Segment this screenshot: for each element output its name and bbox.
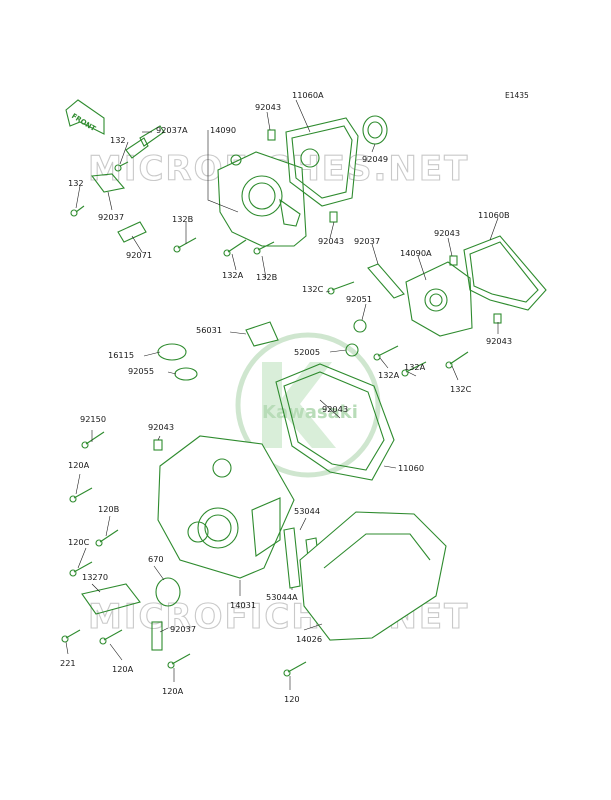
- part-label: 92150: [80, 414, 106, 424]
- cap-16115: [157, 343, 198, 381]
- part-label: 120: [284, 694, 300, 704]
- bolts-lower: [61, 431, 307, 677]
- part-label: 670: [148, 554, 164, 564]
- gasket-11060: [275, 363, 395, 481]
- part-label: 92043: [486, 336, 512, 346]
- part-label: 92051: [346, 294, 372, 304]
- part-label: 132B: [256, 272, 278, 282]
- part-label: 132A: [222, 270, 244, 280]
- part-label: 14090: [210, 125, 236, 135]
- part-label: 11060B: [478, 210, 510, 220]
- part-label: 92043: [434, 228, 460, 238]
- diagram-code: E1435: [505, 91, 529, 100]
- part-label: 132C: [302, 284, 324, 294]
- part-label: 120C: [68, 537, 90, 547]
- part-label: 132: [110, 135, 126, 145]
- pin-92043-top: [267, 129, 338, 223]
- part-label: 53044A: [266, 592, 298, 602]
- outer-cover-14026: [299, 511, 447, 641]
- bracket-92037: [90, 173, 126, 193]
- part-label: 132C: [450, 384, 472, 394]
- clamp-92071: [117, 221, 147, 243]
- part-label: 92071: [126, 250, 152, 260]
- part-label: 120A: [162, 686, 184, 696]
- part-label: 92037: [354, 236, 380, 246]
- leader-lines: [65, 99, 499, 690]
- part-labels: 92037A 14090 92043 11060A 132 92049 132 …: [60, 90, 512, 704]
- bracket-92037-right: [367, 263, 405, 299]
- clutch-cover-upper: [217, 151, 307, 247]
- part-label: 132: [68, 178, 84, 188]
- part-label: 92043: [148, 422, 174, 432]
- part-label: 92043: [318, 236, 344, 246]
- part-label: 92043: [255, 102, 281, 112]
- part-label: 92049: [362, 154, 388, 164]
- bolts-top: [70, 161, 275, 257]
- part-label: 221: [60, 658, 76, 668]
- logo-text: Kawasaki: [262, 402, 358, 423]
- part-label: 120A: [68, 460, 90, 470]
- part-label: 132B: [172, 214, 194, 224]
- label-plate-56031: [245, 321, 279, 347]
- oring-670: [155, 577, 181, 607]
- part-label: 132A: [378, 370, 400, 380]
- part-label: 13270: [82, 572, 108, 582]
- part-label: 14031: [230, 600, 256, 610]
- kawasaki-logo: Kawasaki: [235, 332, 381, 478]
- oil-seal-92049: [362, 115, 388, 145]
- part-label: 132A: [404, 362, 426, 372]
- part-label: 16115: [108, 350, 134, 360]
- part-label: 14090A: [400, 248, 432, 258]
- part-label: 56031: [196, 325, 222, 335]
- part-label: 92037A: [156, 125, 188, 135]
- part-label: 92043: [322, 404, 348, 414]
- part-label: 52005: [294, 347, 320, 357]
- front-arrow-icon: FRONT: [65, 99, 105, 135]
- pin-92043-main: [153, 439, 163, 451]
- bushings-right: [327, 281, 469, 377]
- stopper-92037-lower: [151, 621, 163, 651]
- clutch-cover-14031: [157, 435, 295, 579]
- cover-14090a: [405, 261, 473, 337]
- part-label: 120A: [112, 664, 134, 674]
- lever-92037a: [125, 125, 165, 159]
- pins-right: [449, 255, 502, 324]
- part-label: 92037: [98, 212, 124, 222]
- gasket-11060a: [285, 117, 359, 207]
- part-label: 120B: [98, 504, 120, 514]
- part-label: 14026: [296, 634, 322, 644]
- part-label: 11060A: [292, 90, 324, 100]
- part-label: 11060: [398, 463, 424, 473]
- plate-13270: [81, 583, 141, 615]
- part-label: 53044: [294, 506, 320, 516]
- part-label: 92037: [170, 624, 196, 634]
- part-label: 92055: [128, 366, 154, 376]
- gasket-11060b: [463, 235, 547, 311]
